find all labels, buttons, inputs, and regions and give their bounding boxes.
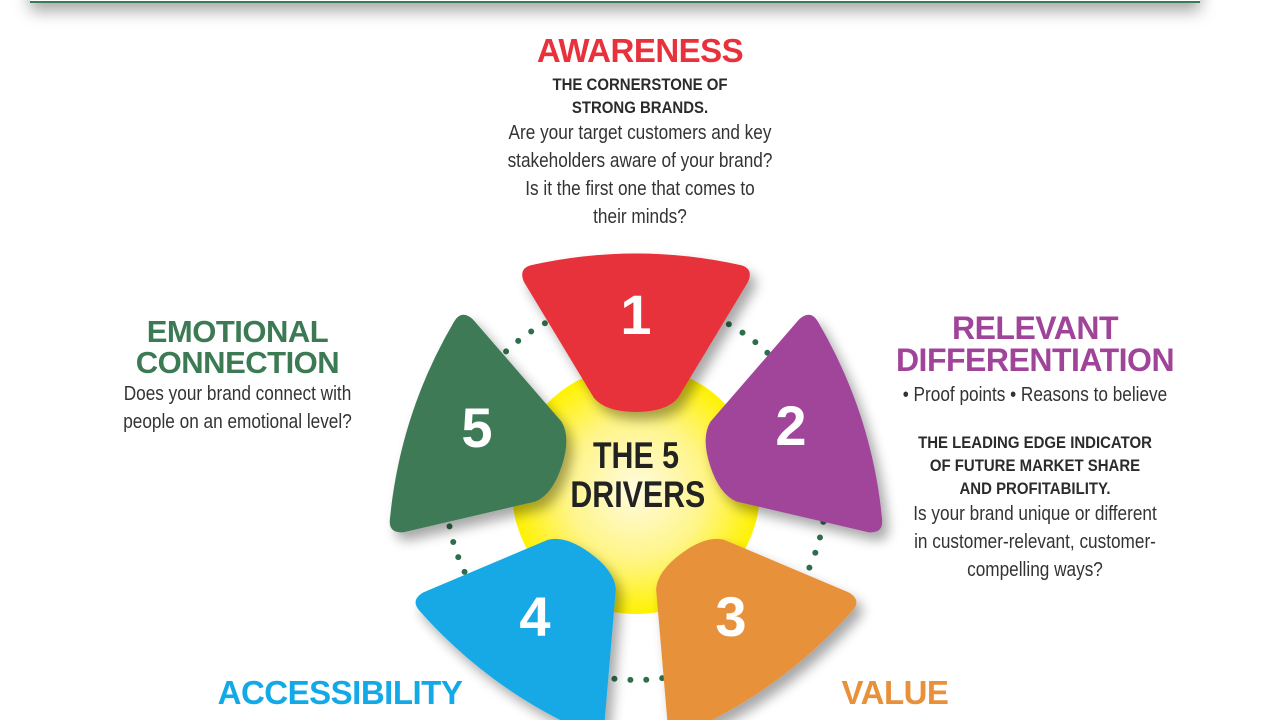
driver-value-text: VALUE xyxy=(820,676,970,709)
center-label: THE 5 DRIVERS xyxy=(570,435,706,515)
relevant-tagline-line: THE LEADING EDGE INDICATOR xyxy=(918,433,1152,452)
relevant-question-line: Is your brand unique or different xyxy=(913,503,1157,525)
driver-relevant-differentiation-text: RELEVANT DIFFERENTIATION • Proof points … xyxy=(865,312,1205,584)
emotional-connection-title-line-1: EMOTIONAL xyxy=(146,314,329,349)
awareness-question-line: their minds? xyxy=(593,206,687,228)
petal-number-1: 1 xyxy=(620,283,652,346)
center-label-line-1: THE 5 xyxy=(593,435,679,476)
petal-number-4: 4 xyxy=(519,585,551,648)
relevant-differentiation-title-line-1: RELEVANT xyxy=(951,310,1119,346)
relevant-differentiation-title: RELEVANT DIFFERENTIATION xyxy=(865,312,1205,376)
relevant-differentiation-tagline: THE LEADING EDGE INDICATOR OF FUTURE MAR… xyxy=(885,431,1184,500)
emotional-connection-question: Does your brand connect with people on a… xyxy=(111,380,365,436)
awareness-question-line: Is it the first one that comes to xyxy=(525,178,755,200)
petal-number-3: 3 xyxy=(715,585,747,648)
awareness-tagline-line-1: THE CORNERSTONE OF xyxy=(552,75,728,94)
awareness-tagline: THE CORNERSTONE OF STRONG BRANDS. xyxy=(464,73,816,119)
petal-number-2: 2 xyxy=(775,394,807,457)
emotional-connection-title: EMOTIONAL CONNECTION xyxy=(90,316,385,378)
emotional-question-line: people on an emotional level? xyxy=(123,411,352,433)
awareness-tagline-line-2: STRONG BRANDS. xyxy=(571,98,709,117)
relevant-differentiation-bullets: • Proof points • Reasons to believe xyxy=(902,384,1168,406)
emotional-connection-title-line-2: CONNECTION xyxy=(135,345,340,380)
driver-emotional-connection-text: EMOTIONAL CONNECTION Does your brand con… xyxy=(90,316,385,436)
emotional-question-line: Does your brand connect with xyxy=(123,383,352,405)
relevant-tagline-line: AND PROFITABILITY. xyxy=(959,479,1111,498)
relevant-tagline-line: OF FUTURE MARKET SHARE xyxy=(929,456,1141,475)
driver-accessibility-text: ACCESSIBILITY xyxy=(190,676,490,709)
relevant-question-line: in customer-relevant, customer- xyxy=(914,531,1156,553)
relevant-differentiation-title-line-2: DIFFERENTIATION xyxy=(895,342,1175,378)
awareness-question-line: Are your target customers and key xyxy=(508,122,772,144)
awareness-question-line: stakeholders aware of your brand? xyxy=(507,150,773,172)
top-banner-edge xyxy=(30,0,1200,3)
value-title: VALUE xyxy=(841,674,949,711)
petal-number-5: 5 xyxy=(461,396,493,459)
awareness-title: AWARENESS xyxy=(536,32,744,69)
accessibility-title: ACCESSIBILITY xyxy=(217,674,463,711)
center-label-line-2: DRIVERS xyxy=(570,474,706,515)
awareness-question: Are your target customers and key stakeh… xyxy=(468,119,812,231)
relevant-differentiation-question: Is your brand unique or different in cus… xyxy=(889,500,1181,584)
driver-awareness-text: AWARENESS THE CORNERSTONE OF STRONG BRAN… xyxy=(440,34,840,231)
relevant-question-line: compelling ways? xyxy=(967,559,1103,581)
